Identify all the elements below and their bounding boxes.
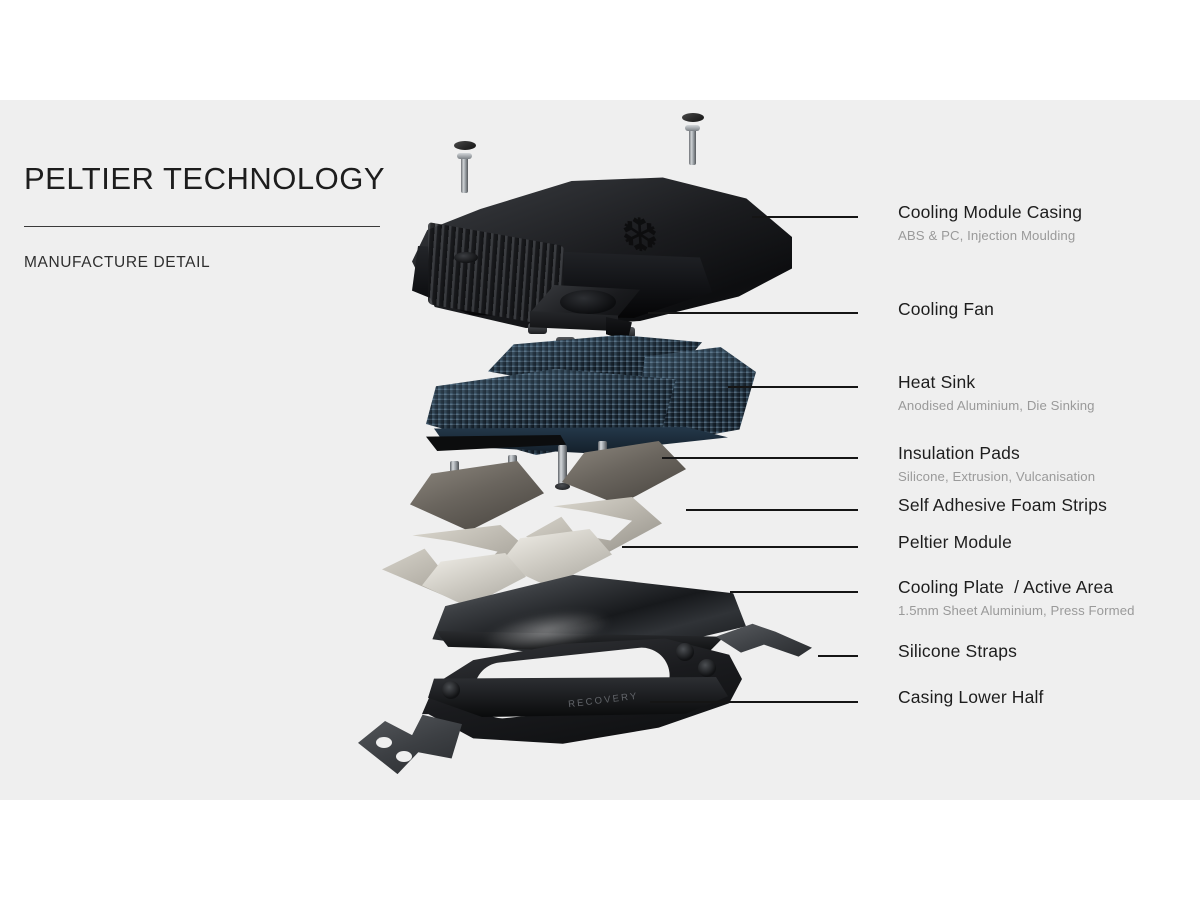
screw-shaft-right (689, 127, 696, 165)
subtitle: MANUFACTURE DETAIL (24, 254, 211, 272)
casing-screw-boss (454, 252, 478, 263)
callout-title: Cooling Module Casing (898, 202, 1083, 222)
standoff-pin-3 (558, 445, 567, 485)
callout-title: Heat Sink (898, 372, 976, 392)
lower-casing-boss-2 (698, 659, 716, 677)
callout-title: Casing Lower Half (898, 687, 1044, 707)
snowflake-icon: ❆ (619, 206, 661, 264)
fan-hub (560, 290, 616, 314)
part-cooling-fan (530, 285, 640, 341)
screw-cap-right (682, 113, 704, 122)
strap-hole-2 (396, 751, 412, 762)
fan-front-face (530, 311, 618, 332)
callout-cooling-module-casing: Cooling Module Casing ABS & PC, Injectio… (898, 202, 1082, 244)
callout-cooling-plate: Cooling Plate / Active Area 1.5mm Sheet … (898, 577, 1135, 619)
lower-casing-boss-1 (676, 643, 694, 661)
callout-subtitle: ABS & PC, Injection Moulding (898, 227, 1076, 243)
callout-self-adhesive-foam-strips: Self Adhesive Foam Strips (898, 495, 1107, 517)
leader-line-1 (752, 216, 858, 218)
callout-casing-lower-half: Casing Lower Half (898, 687, 1044, 709)
leader-line-5 (686, 509, 858, 511)
callout-heat-sink: Heat Sink Anodised Aluminium, Die Sinkin… (898, 372, 1095, 414)
callout-subtitle: Silicone, Extrusion, Vulcanisation (898, 468, 1096, 484)
strap-hole-1 (376, 737, 392, 748)
leader-line-4 (662, 457, 858, 459)
screw-head-left (457, 153, 472, 159)
standoff-foot-3 (555, 483, 570, 490)
part-insulation-pad-left (410, 461, 544, 531)
callout-title: Self Adhesive Foam Strips (898, 495, 1107, 515)
title-block: PELTIER TECHNOLOGY MANUFACTURE DETAIL (24, 161, 424, 272)
part-casing-lower-half: RECOVERY (422, 625, 742, 760)
page-title: PELTIER TECHNOLOGY (24, 161, 385, 196)
leader-line-6 (622, 546, 858, 548)
callout-peltier-module: Peltier Module (898, 532, 1012, 554)
casing-clip-1 (528, 323, 547, 334)
screw-head-right (685, 125, 700, 131)
callout-title: Silicone Straps (898, 641, 1017, 661)
leader-line-2 (648, 312, 858, 314)
callout-insulation-pads: Insulation Pads Silicone, Extrusion, Vul… (898, 443, 1095, 485)
lower-casing-boss-3 (442, 681, 460, 699)
lower-casing-front-band (428, 677, 728, 717)
leader-line-9 (650, 701, 858, 703)
leader-line-3 (728, 386, 858, 388)
callout-cooling-fan: Cooling Fan (898, 299, 994, 321)
screw-cap-left (454, 141, 476, 150)
callout-subtitle: Anodised Aluminium, Die Sinking (898, 397, 1095, 413)
callout-title: Peltier Module (898, 532, 1012, 552)
callout-silicone-straps: Silicone Straps (898, 641, 1017, 663)
screw-shaft-left (461, 155, 468, 193)
leader-line-7 (730, 591, 858, 593)
callout-title: Cooling Fan (898, 299, 995, 319)
callout-title: Cooling Plate / Active Area (898, 577, 1114, 597)
part-heat-sink (426, 335, 756, 465)
title-divider (24, 226, 380, 228)
callout-title: Insulation Pads (898, 443, 1020, 463)
leader-line-8 (818, 655, 858, 657)
product-render: ❆ (330, 105, 850, 805)
callout-subtitle: 1.5mm Sheet Aluminium, Press Formed (898, 602, 1135, 618)
